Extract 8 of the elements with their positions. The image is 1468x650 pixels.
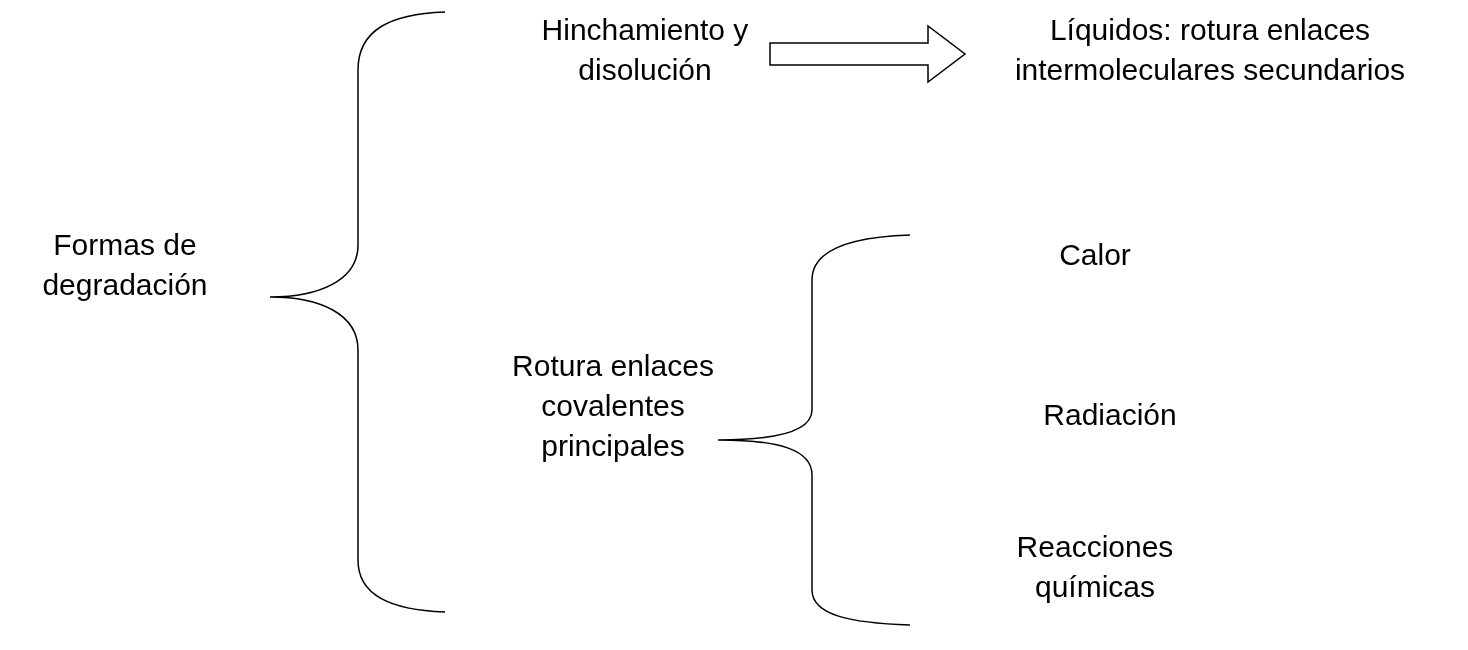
node-label: Reacciones químicas xyxy=(1015,529,1175,605)
node-label: Calor xyxy=(1058,237,1132,273)
node-label: Formas de degradación xyxy=(41,227,209,303)
node-label: Líquidos: rotura enlaces intermoleculares secundarios xyxy=(1013,12,1407,88)
node-label: Radiación xyxy=(1042,397,1178,433)
block-arrow xyxy=(769,24,967,84)
node-label: Rotura enlaces covalentes principales xyxy=(511,348,715,464)
node-label: Hinchamiento y disolución xyxy=(540,12,750,88)
